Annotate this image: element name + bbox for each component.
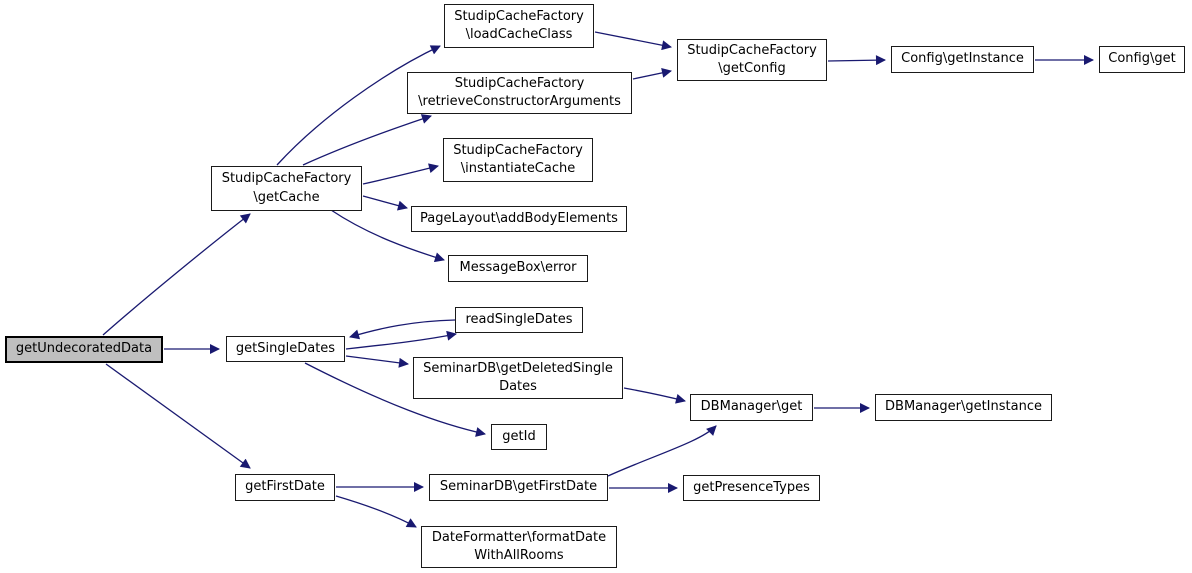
edge-getUndecoratedData-getCache (102, 213, 251, 336)
edge-readSingleDates-getSingleDates (349, 319, 456, 340)
edge-getDeletedSingleDates-dbManagerGet (623, 387, 686, 404)
node-date-formatter-format-date-with-all-rooms[interactable]: DateFormatter\formatDate WithAllRooms (421, 526, 617, 568)
node-message-box-error[interactable]: MessageBox\error (448, 255, 588, 282)
edge-getCache-loadCacheClass (276, 45, 441, 166)
edge-getUndecoratedData-getFirstDate (105, 363, 251, 469)
node-read-single-dates[interactable]: readSingleDates (455, 307, 583, 333)
node-config-get-instance[interactable]: Config\getInstance (891, 46, 1034, 73)
node-studip-cache-factory-get-config[interactable]: StudipCacheFactory \getConfig (677, 39, 827, 81)
node-get-first-date[interactable]: getFirstDate (235, 474, 335, 501)
node-studip-cache-factory-get-cache[interactable]: StudipCacheFactory \getCache (211, 166, 362, 211)
node-studip-cache-factory-retrieve-constructor-arguments[interactable]: StudipCacheFactory \retrieveConstructorA… (407, 72, 632, 114)
node-config-get[interactable]: Config\get (1099, 46, 1185, 73)
node-page-layout-add-body-elements[interactable]: PageLayout\addBodyElements (411, 206, 627, 232)
edge-getCache-addBodyElements (362, 195, 408, 211)
edge-getSingleDates-getId (304, 362, 486, 437)
edge-getSingleDates-readSingleDates (345, 330, 457, 350)
node-db-manager-get-instance[interactable]: DBManager\getInstance (875, 394, 1052, 421)
node-get-presence-types[interactable]: getPresenceTypes (683, 475, 820, 501)
node-seminar-db-get-first-date[interactable]: SeminarDB\getFirstDate (429, 474, 608, 501)
edge-getSingleDates-getDeletedSingleDates (345, 355, 409, 368)
edge-loadCacheClass-getConfig (594, 31, 672, 51)
edge-getFirstDate-dateFormatter (335, 495, 417, 528)
node-get-id[interactable]: getId (491, 424, 547, 450)
node-db-manager-get[interactable]: DBManager\get (690, 394, 813, 421)
node-studip-cache-factory-load-cache-class[interactable]: StudipCacheFactory \loadCacheClass (444, 4, 594, 48)
edge-seminarGetFirstDate-dbManagerGet (607, 425, 717, 477)
edge-getConfig-configGetInstance (827, 55, 886, 66)
edge-getCache-messageBoxError (330, 209, 445, 263)
edge-getCache-retrieveConstructorArguments (302, 114, 432, 166)
edge-getCache-instantiateCache (362, 163, 439, 185)
edge-retrieveConstructorArguments-getConfig (632, 67, 672, 80)
node-get-single-dates[interactable]: getSingleDates (226, 336, 345, 362)
node-studip-cache-factory-instantiate-cache[interactable]: StudipCacheFactory \instantiateCache (443, 138, 593, 182)
node-get-undecorated-data: getUndecoratedData (5, 336, 163, 363)
node-seminar-db-get-deleted-single-dates[interactable]: SeminarDB\getDeletedSingle Dates (413, 357, 623, 399)
